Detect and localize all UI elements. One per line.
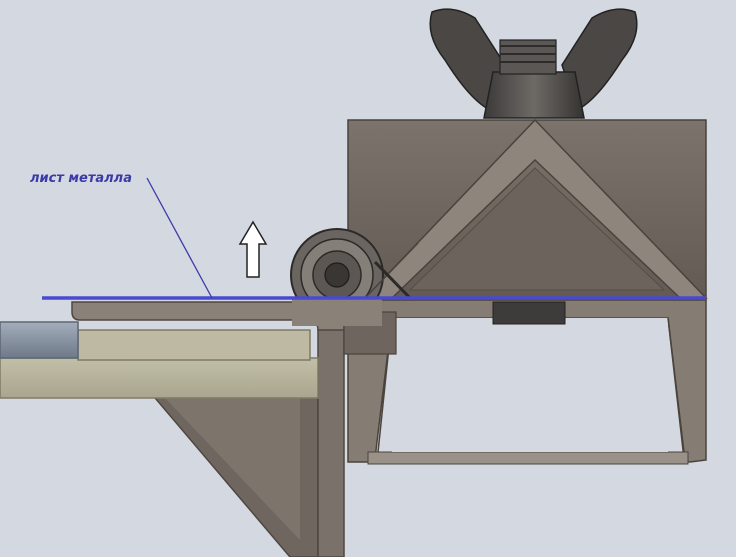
wood-board-top bbox=[77, 329, 311, 361]
wood-board bbox=[0, 357, 319, 399]
label-leader-line bbox=[146, 177, 213, 299]
wedge-edge bbox=[364, 242, 419, 299]
v-wedge-inner bbox=[408, 167, 666, 291]
roller-arm bbox=[373, 260, 412, 300]
steel-bar bbox=[0, 321, 79, 359]
sheet-label: лист металла bbox=[30, 171, 132, 186]
frame-inner-opening bbox=[392, 318, 668, 452]
vertical-leg bbox=[317, 317, 345, 557]
frame-inner-edge-right bbox=[667, 317, 685, 453]
roller-icon bbox=[290, 228, 384, 326]
bolt-end bbox=[492, 301, 566, 325]
wing-nut-icon bbox=[429, 8, 638, 119]
support-bracket-face bbox=[165, 398, 300, 540]
lower-frame-bottom bbox=[367, 451, 689, 465]
up-arrow-icon bbox=[238, 220, 268, 278]
